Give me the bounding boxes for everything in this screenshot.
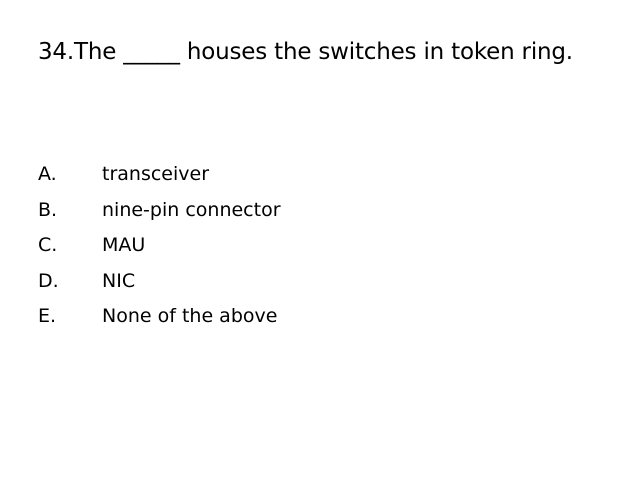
option-letter: C.	[38, 234, 58, 256]
option-text: MAU	[102, 234, 146, 256]
question-text: 34.The _____ houses the switches in toke…	[38, 39, 573, 65]
option-letter: B.	[38, 198, 58, 221]
option-text: None of the above	[102, 305, 278, 327]
option-letter: A.	[38, 163, 57, 185]
option-text: transceiver	[102, 163, 210, 185]
option-text: nine-pin connector	[102, 198, 281, 221]
option-letter: E.	[38, 305, 57, 327]
option-letter: D.	[38, 269, 59, 292]
option-text: NIC	[102, 269, 136, 292]
